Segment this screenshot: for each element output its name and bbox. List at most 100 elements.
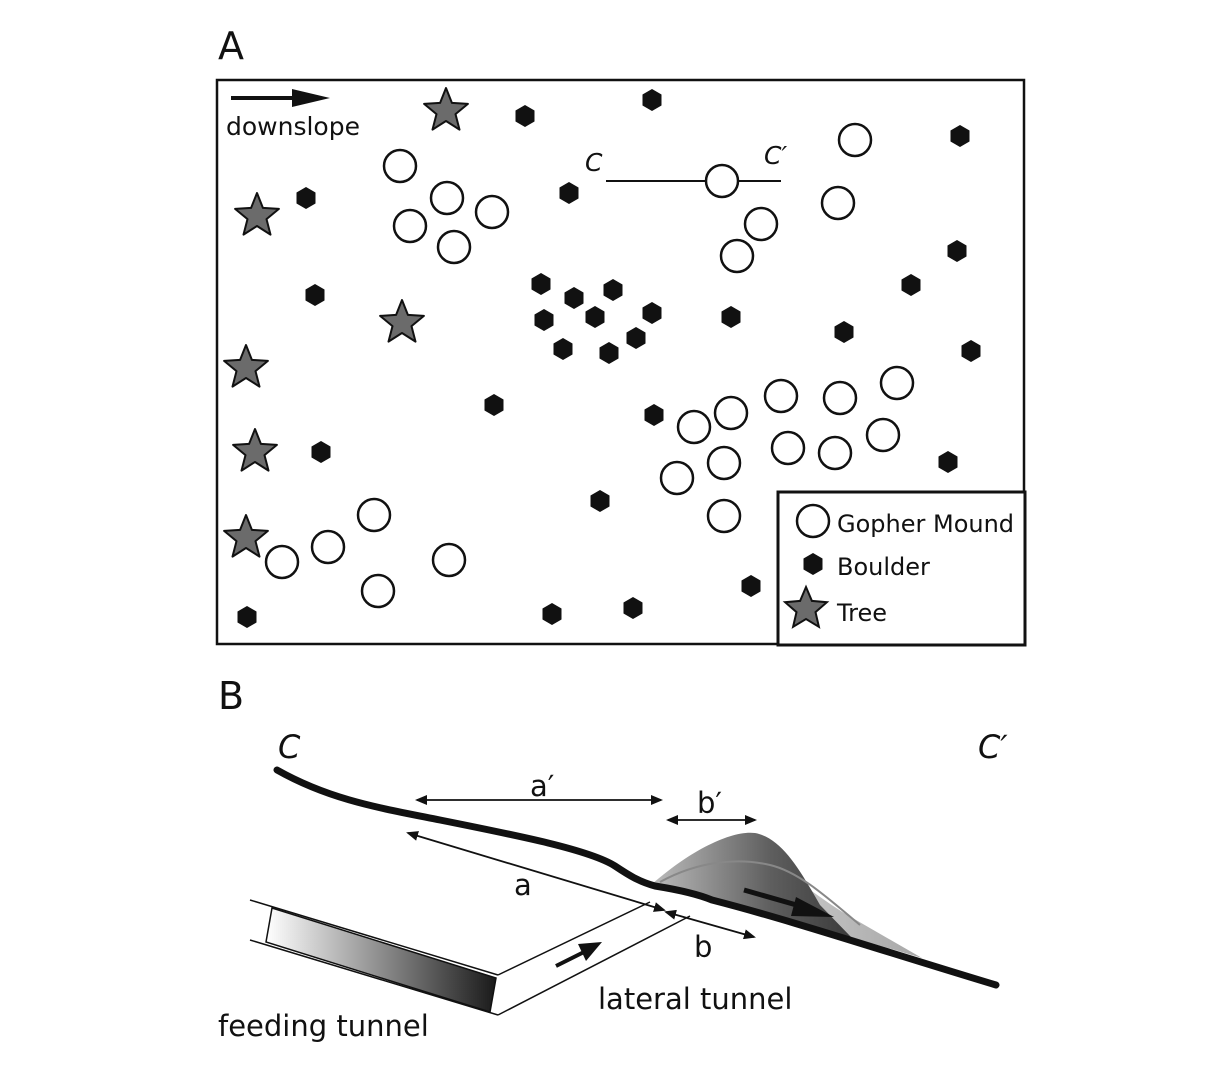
feeding-tunnel-bottom-edge	[249, 939, 499, 1016]
boulder-marker	[950, 125, 970, 147]
gopher-mound-marker	[865, 417, 901, 453]
gopher-mound-marker	[436, 229, 472, 265]
downslope-label: downslope	[226, 112, 360, 141]
panel-a-label: A	[218, 24, 244, 68]
gopher-mound-marker	[763, 378, 799, 414]
section-start-label: C	[278, 728, 301, 766]
feeding-tunnel-label: feeding tunnel	[218, 1009, 429, 1043]
gopher-mound-marker	[360, 573, 396, 609]
gopher-mound-marker	[820, 185, 856, 221]
boulder-marker	[305, 284, 325, 306]
gopher-mound-marker	[392, 208, 428, 244]
transect-end-label: C′	[764, 141, 787, 170]
section-end-label: C′	[978, 728, 1008, 766]
gopher-mound-marker	[382, 148, 418, 184]
boulder-marker	[296, 187, 316, 209]
lateral-tunnel-bottom-edge	[497, 915, 691, 1016]
gopher-mound-marker	[770, 430, 806, 466]
legend-tree-label: Tree	[836, 599, 887, 627]
gopher-mound-marker	[431, 542, 467, 578]
boulder-marker	[721, 306, 741, 328]
gopher-mound-marker	[474, 194, 510, 230]
legend-tree-symbol	[782, 584, 830, 629]
dimension-a	[406, 831, 666, 912]
gopher-mound-marker	[879, 365, 915, 401]
gopher-mounds	[264, 122, 915, 609]
gopher-mound-marker	[719, 238, 755, 274]
boulder-marker	[484, 394, 504, 416]
boulder-marker	[961, 340, 981, 362]
boulder-marker	[590, 490, 610, 512]
lateral-tunnel-label: lateral tunnel	[598, 982, 792, 1016]
gopher-mound-marker	[837, 122, 873, 158]
panel-a-map: downslope C C′ Gopher Mound Boulder Tree	[215, 78, 1027, 647]
gopher-mound-marker	[704, 163, 740, 199]
gopher-mound-marker	[310, 529, 346, 565]
boulder-marker	[642, 302, 662, 324]
soil-transport-arrow	[743, 887, 834, 917]
gopher-mound-marker	[706, 445, 742, 481]
boulder-marker	[626, 327, 646, 349]
boulder-marker	[311, 441, 331, 463]
gopher-mound-marker	[817, 435, 853, 471]
gopher-mound-marker	[264, 544, 300, 580]
downslope-arrow	[231, 89, 330, 107]
panel-b-label: B	[218, 674, 244, 718]
tree-marker	[423, 87, 469, 131]
legend-mound-label: Gopher Mound	[837, 510, 1014, 538]
boulder-marker	[534, 309, 554, 331]
tree-marker	[223, 514, 269, 558]
boulder-marker	[515, 105, 535, 127]
gopher-mound-profile	[650, 832, 852, 938]
boulder-marker	[564, 287, 584, 309]
tree-marker	[223, 344, 269, 388]
boulder-marker	[553, 338, 573, 360]
boulder-marker	[947, 240, 967, 262]
boulder-marker	[531, 273, 551, 295]
gopher-mound-marker	[676, 409, 712, 445]
mound-inner-contour	[659, 860, 861, 926]
boulder-marker	[585, 306, 605, 328]
boulder-marker	[599, 342, 619, 364]
dimension-a-label: a	[514, 868, 532, 902]
legend-boulder-label: Boulder	[837, 553, 930, 581]
lateral-tunnel-arrow	[555, 942, 602, 968]
feeding-tunnel-top-edge	[249, 899, 499, 976]
tree-marker	[379, 299, 425, 343]
tree-marker	[234, 192, 280, 236]
boulder-marker	[642, 89, 662, 111]
legend-mound-symbol	[795, 503, 831, 539]
dimension-b	[664, 909, 756, 940]
gopher-mound-marker	[659, 460, 695, 496]
boulder-marker	[644, 404, 664, 426]
transect-start-label: C	[585, 148, 603, 177]
tree-marker	[232, 428, 278, 472]
boulder-marker	[741, 575, 761, 597]
boulder-marker	[559, 182, 579, 204]
gopher-mound-marker	[356, 497, 392, 533]
boulder-marker	[542, 603, 562, 625]
gopher-mound-marker	[713, 395, 749, 431]
boulder-marker	[603, 279, 623, 301]
boulder-marker	[901, 274, 921, 296]
gopher-mound-marker	[429, 180, 465, 216]
boulder-marker	[623, 597, 643, 619]
gopher-mound-marker	[743, 206, 779, 242]
gopher-mound-marker	[706, 498, 742, 534]
gopher-mound-marker	[822, 380, 858, 416]
boulder-marker	[834, 321, 854, 343]
map-frame	[215, 78, 1026, 646]
trees	[223, 87, 469, 558]
feeding-tunnel-fill	[265, 907, 497, 1013]
boulders	[237, 89, 981, 628]
legend: Gopher Mound Boulder Tree	[776, 490, 1027, 647]
lateral-tunnel-top-edge	[497, 901, 651, 976]
panel-b-cross-section: C C′ lateral tunnel feeding tunnel a′	[218, 728, 1008, 1043]
legend-boulder-symbol	[803, 553, 823, 575]
boulder-marker	[237, 606, 257, 628]
dimension-b-prime-label: b′	[697, 786, 722, 820]
boulder-marker	[938, 451, 958, 473]
dimension-a-prime-label: a′	[530, 769, 554, 803]
dimension-b-label: b	[694, 930, 712, 964]
